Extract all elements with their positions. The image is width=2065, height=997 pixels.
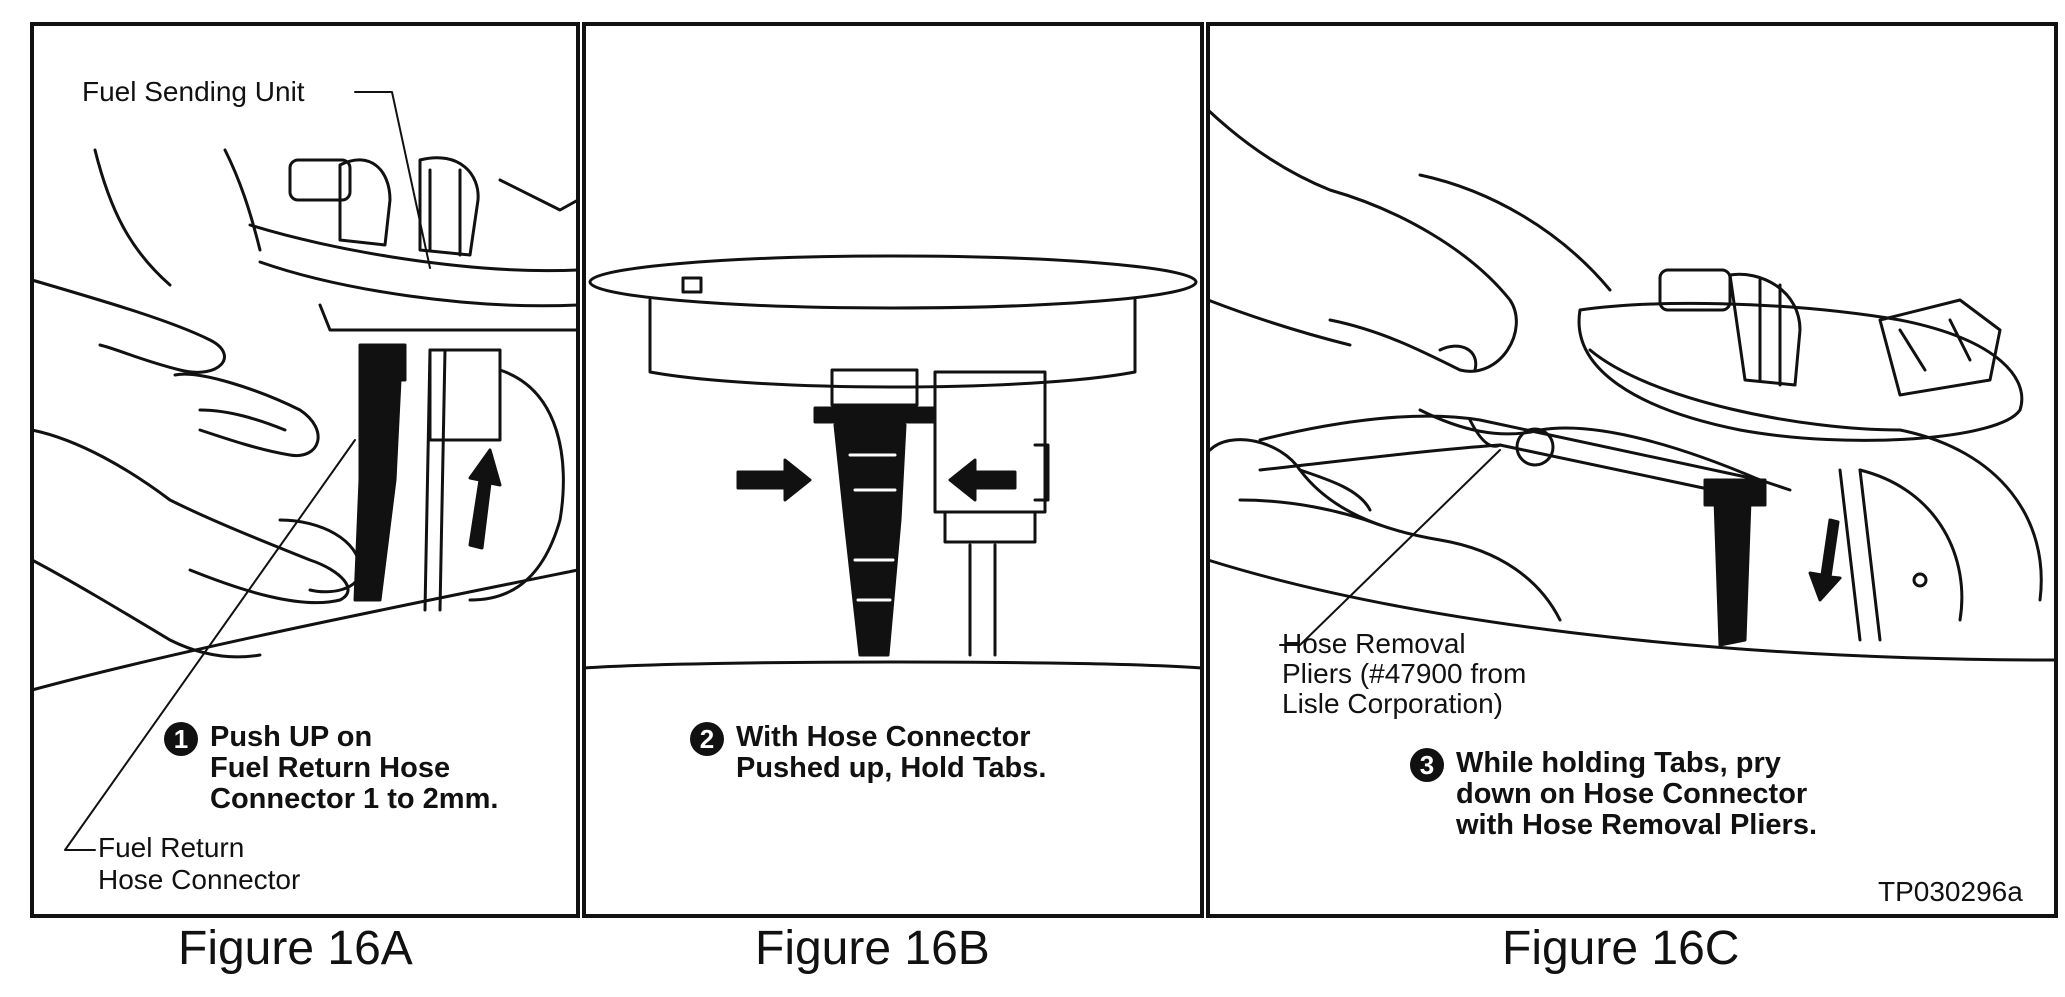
step-3-line-1: While holding Tabs, pry [1456,747,1781,779]
panel-16c-art [1206,108,2058,662]
fuel-return-connector-label-2: Hose Connector [98,864,301,895]
step-2-line-2: Pushed up, Hold Tabs. [736,752,1047,784]
panel-16b-art [582,254,1204,670]
step-3-line-2: down on Hose Connector [1456,778,1808,810]
panel-16b-frame [582,22,1204,918]
step-2-instruction: 2 With Hose Connector Pushed up, Hold Ta… [690,721,1047,784]
figure-16b-caption: Figure 16B [755,922,990,975]
step-1-line-3: Connector 1 to 2mm. [210,783,499,815]
hose-removal-pliers-label-2: Pliers (#47900 from [1282,658,1527,689]
figure-16c-caption: Figure 16C [1502,922,1740,975]
step-3-line-3: with Hose Removal Pliers. [1456,809,1818,841]
hose-removal-pliers-label-1: Hose Removal [1282,628,1466,659]
hose-removal-pliers-label-3: Lisle Corporation) [1282,688,1503,719]
step-1-line-2: Fuel Return Hose [210,752,451,784]
step-2-line-1: With Hose Connector [736,721,1031,753]
diagram-code: TP030296a [1878,876,2023,907]
step-2-number: 2 [690,722,724,756]
fuel-return-connector-label-1: Fuel Return [98,832,245,863]
step-3-number: 3 [1410,748,1444,782]
panel-16a-art [30,91,580,851]
figure-16a-caption: Figure 16A [178,922,413,975]
panel-frames [30,22,2058,918]
step-3-instruction: 3 While holding Tabs, pry down on Hose C… [1410,747,1818,841]
panel-16c-frame [1206,22,2058,918]
panel-16a-frame [30,22,580,918]
step-1-line-1: Push UP on [210,721,373,753]
fuel-sending-unit-label: Fuel Sending Unit [82,76,305,107]
step-1-number: 1 [164,722,198,756]
step-1-instruction: 1 Push UP on Fuel Return Hose Connector … [164,721,499,815]
